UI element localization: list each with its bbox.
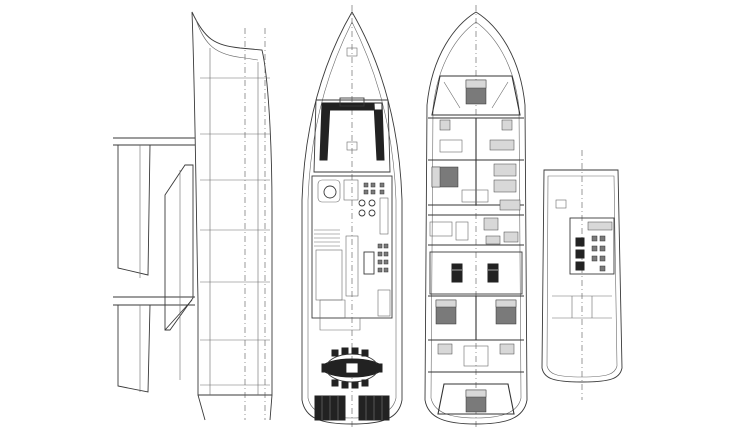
mid-cabins (428, 117, 524, 211)
helm-station (569, 217, 615, 275)
forward-cabin (431, 75, 521, 116)
aft-cabins (428, 295, 524, 415)
bathrooms (428, 214, 524, 246)
aft-sunpads (314, 395, 390, 421)
aft-dining-table (321, 347, 383, 389)
lower-deck-plan (424, 5, 528, 430)
fly-deck-plan (541, 150, 623, 400)
hull-profile (191, 11, 273, 421)
side-profile-view (113, 11, 273, 421)
main-deck-plan (301, 5, 403, 430)
foredeck-bench (319, 102, 385, 161)
fly-deck-outline (541, 169, 623, 383)
engine-room (429, 251, 523, 295)
fly-deck-sunbeds (552, 295, 612, 319)
mast-rigging (113, 137, 195, 393)
lower-deck-hull-outline (424, 11, 528, 425)
salon-interior (311, 175, 393, 331)
